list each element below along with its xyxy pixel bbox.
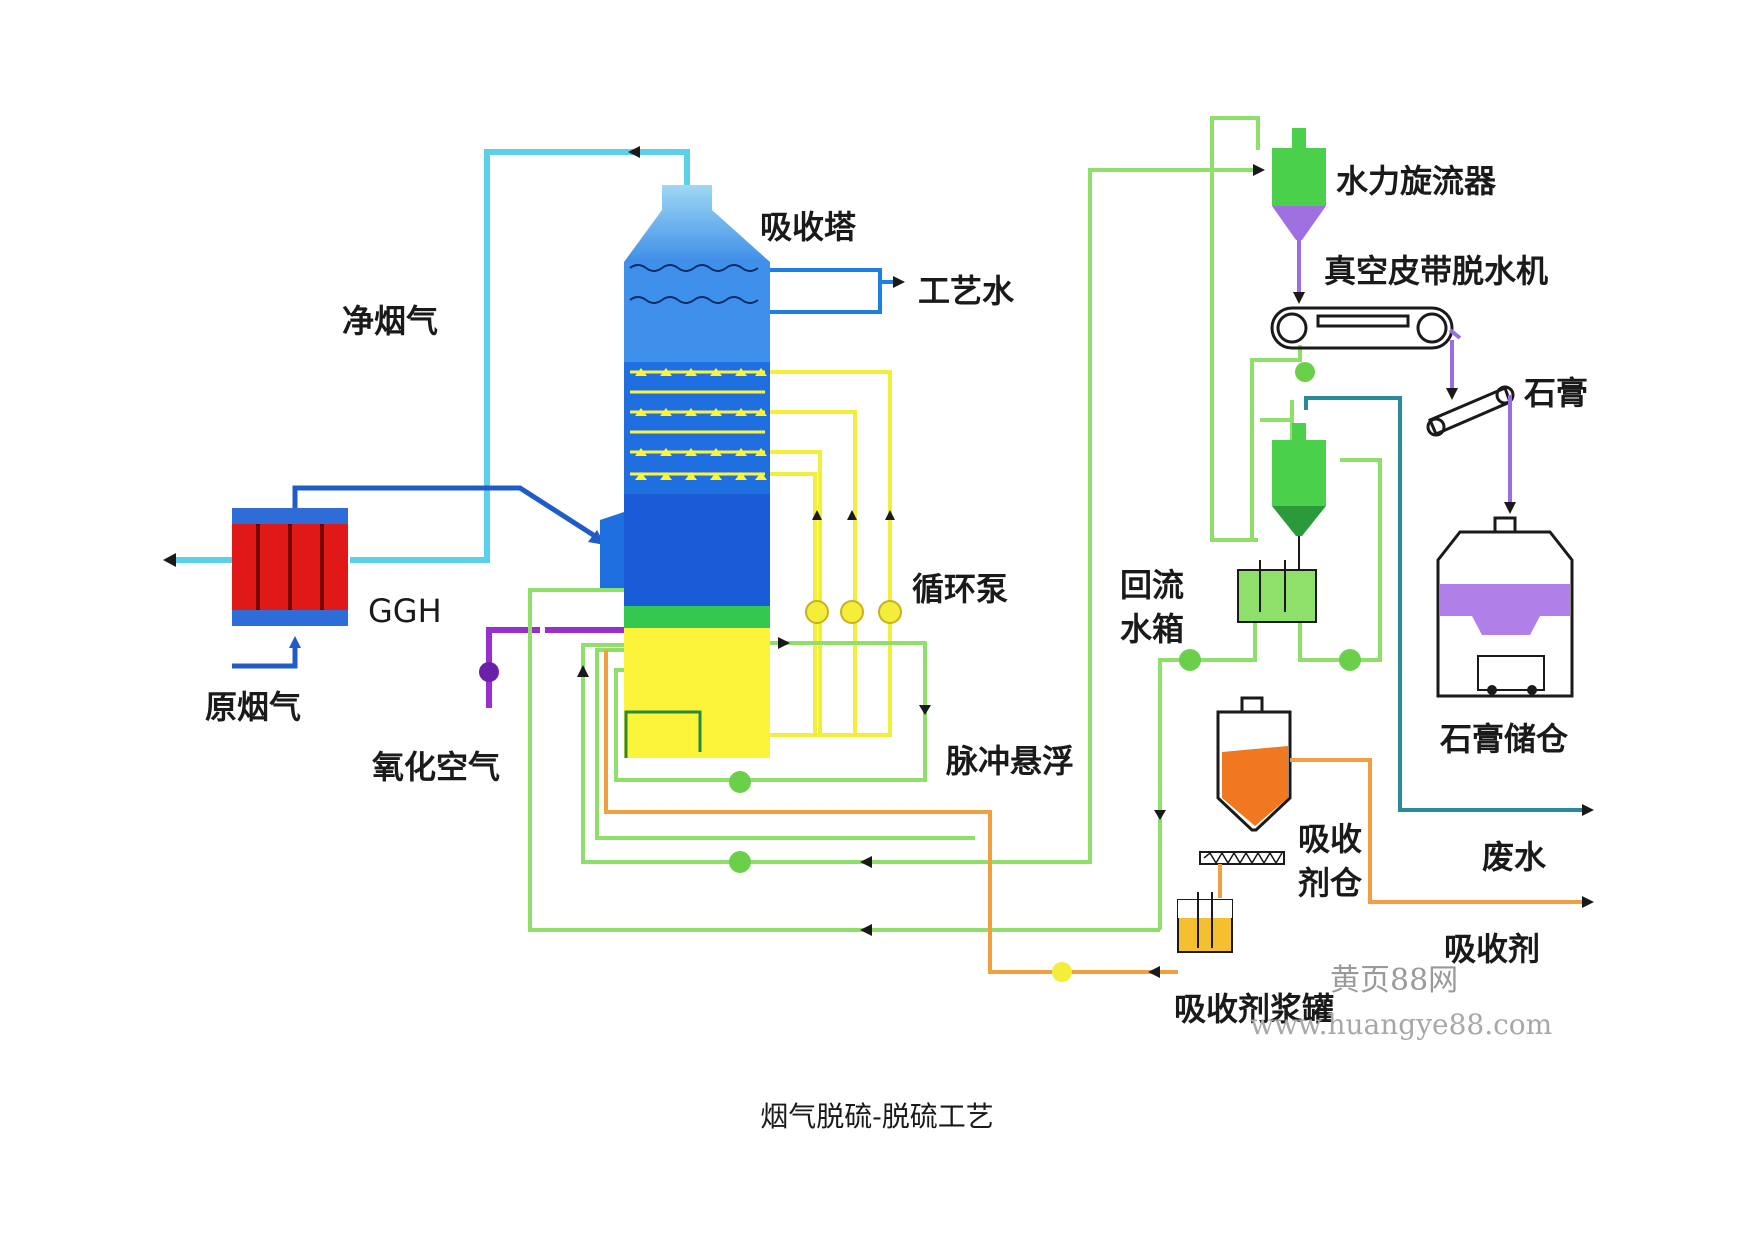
green-arrow-1-icon	[860, 924, 872, 936]
process-water-arrow-icon	[893, 276, 905, 288]
green-arrow-3-icon	[577, 665, 589, 677]
oxidation-air-label: 氧化空气	[372, 748, 500, 786]
waste-water-label: 废水	[1482, 838, 1547, 876]
raw-flue-gas-line	[232, 485, 600, 669]
belt-discharge-arrow-icon	[1446, 388, 1458, 400]
raw-gas-arrow-icon	[289, 636, 301, 648]
green-process-lines	[528, 116, 1382, 932]
hydrocyclone-underflow-arrow-icon	[1293, 292, 1305, 304]
pulse-suspension-label: 脉冲悬浮	[946, 742, 1074, 780]
tower-return-arrow-icon	[778, 637, 790, 649]
oxidation-air-line	[486, 627, 624, 708]
pump-arrows	[812, 510, 895, 520]
gypsum-label: 石膏	[1523, 374, 1588, 412]
hydrocyclone-inlet-arrow-icon	[1253, 164, 1265, 176]
raw-flue-gas-label: 原烟气	[205, 688, 301, 726]
circulation-pumps	[805, 600, 902, 624]
absorber-tower	[600, 185, 770, 758]
waste-water-line	[1304, 396, 1584, 812]
gypsum-arrow-icon	[1504, 502, 1516, 514]
absorbent-arrow-icon	[1582, 896, 1594, 908]
hydrocyclone-label: 水力旋流器	[1336, 162, 1497, 200]
slurry-feed-pump	[1052, 962, 1072, 982]
gypsum-silo-label: 石膏储仓	[1439, 720, 1569, 758]
pulse-suspension-line	[614, 641, 927, 782]
figure-caption: 烟气脱硫-脱硫工艺	[760, 1100, 994, 1133]
recirculation-lines	[770, 370, 892, 737]
process-water-label: 工艺水	[918, 272, 1015, 310]
green-arrow-4-icon	[1154, 810, 1166, 820]
return-pump	[1179, 649, 1201, 671]
hydrocyclone	[1272, 128, 1326, 240]
clean-gas-arrow-icon	[628, 146, 640, 158]
belt-filtrate-pump	[1295, 362, 1315, 382]
clean-flue-gas-line	[175, 149, 690, 563]
pulse-suspension-pump	[729, 771, 751, 793]
vacuum-belt-filter	[1270, 306, 1454, 350]
green-pump-2	[729, 851, 751, 873]
watermark-line1: 黄页88网	[1330, 963, 1458, 998]
absorber-label: 吸收塔	[760, 208, 857, 246]
circulation-pump-label: 循环泵	[912, 570, 1008, 608]
return-tank-label-line2: 水箱	[1120, 610, 1184, 648]
absorbent-slurry-tank-label: 吸收剂浆罐	[1174, 990, 1334, 1028]
pulse-arrow-icon	[919, 705, 931, 715]
clean-flue-gas-label: 净烟气	[342, 302, 438, 340]
watermark-line2: www.huangye88.com	[1250, 1008, 1552, 1041]
waste-water-arrow-icon	[1582, 804, 1594, 816]
oxidation-air-valve	[479, 662, 499, 682]
return-tank-label-line1: 回流	[1120, 566, 1184, 604]
clean-gas-outlet-arrow-icon	[163, 553, 176, 567]
return-water-tank	[1237, 560, 1317, 623]
wastewater-cyclone	[1272, 423, 1326, 536]
gypsum-silo	[1436, 516, 1574, 698]
absorbent-silo-label-line1: 吸收	[1298, 820, 1362, 858]
ggh-label: GGH	[368, 592, 442, 630]
absorbent-silo-label-line2: 剂仓	[1298, 864, 1363, 902]
green-arrow-2-icon	[860, 856, 872, 868]
absorbent-silo	[1216, 696, 1292, 832]
ggh-heat-exchanger	[232, 508, 348, 626]
gypsum-conveyor	[1426, 385, 1515, 437]
absorbent-label: 吸收剂	[1444, 930, 1540, 968]
process-water-line	[770, 268, 895, 314]
filtrate-pump	[1339, 649, 1361, 671]
slurry-arrow-icon	[1148, 966, 1160, 978]
vacuum-belt-filter-label: 真空皮带脱水机	[1324, 252, 1548, 290]
absorbent-slurry-tank	[1177, 892, 1233, 953]
